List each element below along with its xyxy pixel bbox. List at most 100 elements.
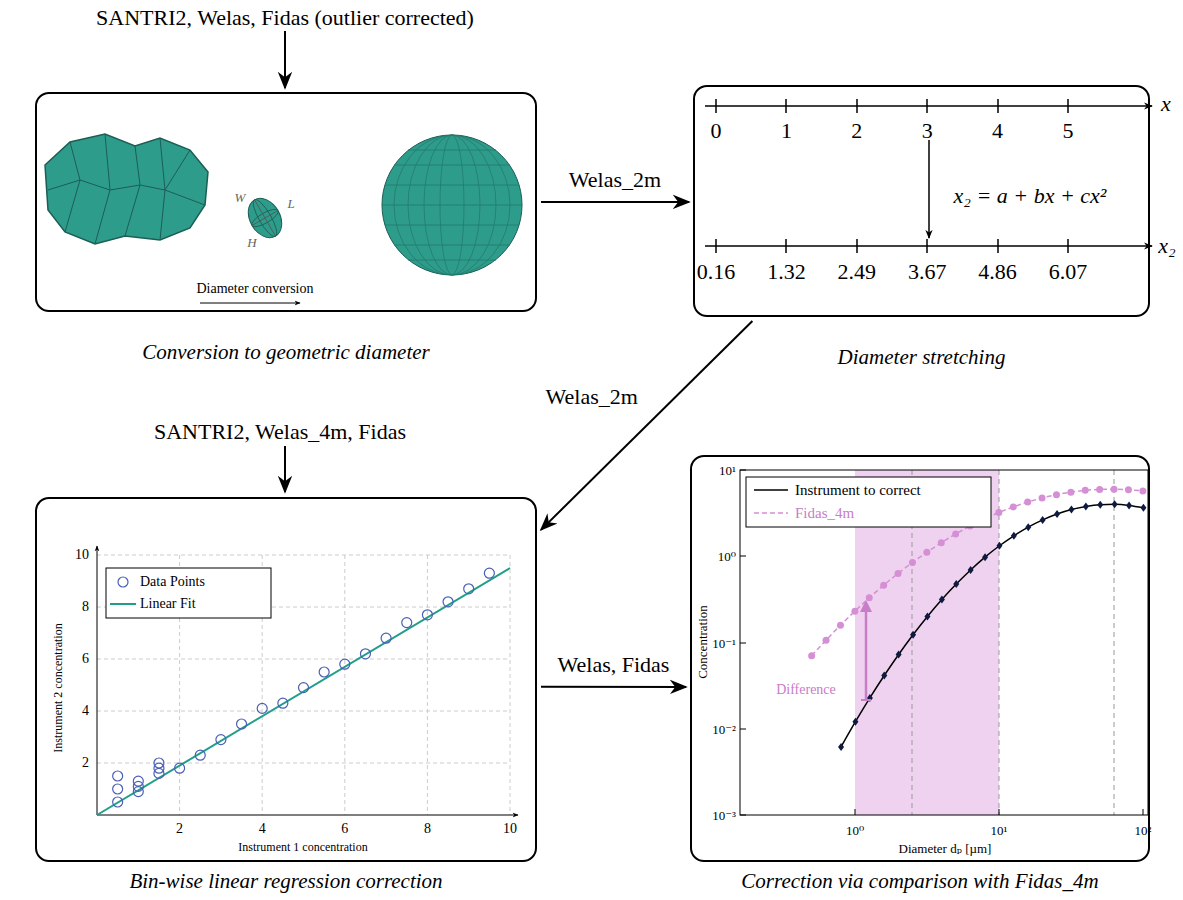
particle-illustration (45, 134, 522, 303)
fidas-marker (923, 549, 930, 556)
fidas-marker (1139, 488, 1146, 495)
instrument-marker (939, 596, 945, 604)
tick-label: 10¹ (991, 824, 1008, 837)
fidas-marker (895, 570, 902, 577)
tick-label: 8 (82, 600, 89, 614)
data-point (278, 698, 288, 708)
flow-arrow (541, 201, 689, 203)
tick-label: 2.49 (838, 261, 877, 283)
tick-label: 10⁰ (846, 824, 864, 837)
tick-label: 4 (259, 822, 266, 836)
fidas-marker (851, 608, 858, 615)
tick-label: 10¹ (719, 464, 736, 477)
legend-text: Instrument to correct (795, 483, 921, 498)
legend-text: Linear Fit (140, 597, 196, 611)
instrument-marker (1126, 501, 1132, 509)
tick-label: 4 (82, 704, 89, 718)
data-point (133, 776, 143, 786)
data-point (113, 771, 123, 781)
fidas-marker (1067, 489, 1074, 496)
tick-label: 10 (75, 548, 89, 562)
instrument-marker (1011, 532, 1017, 540)
comparison-chart (740, 470, 1148, 815)
axis-title: Instrument 2 concentration (52, 623, 64, 752)
instrument-marker (896, 650, 902, 658)
instrument-marker (1112, 500, 1118, 508)
tick-label: 0.16 (697, 261, 736, 283)
fidas-marker (880, 582, 887, 589)
difference-label: Difference (776, 683, 836, 697)
fidas-marker (938, 539, 945, 546)
input-label: SANTRI2, Welas_4m, Fidas (154, 421, 406, 443)
data-point (319, 667, 329, 677)
data-point (443, 597, 453, 607)
instrument-marker (881, 671, 887, 679)
tick-label: 6.07 (1049, 261, 1088, 283)
fidas-marker (866, 594, 873, 601)
instrument-marker (1040, 516, 1046, 524)
axis-title: Diameter dₚ [µm] (899, 842, 992, 855)
flow-arrow (541, 321, 752, 530)
regression-chart (97, 546, 518, 815)
fidas-marker (1010, 503, 1017, 510)
instrument-curve (841, 504, 1143, 747)
data-point (113, 784, 123, 794)
data-point (402, 618, 412, 628)
process-box: Correction via comparison with Fidas_4m (690, 455, 1150, 862)
formula: x₂ = a + bx + cx² (954, 185, 1107, 207)
tick-label: 3.67 (908, 261, 947, 283)
axis-letter: L (287, 197, 294, 210)
axis-letter: W (235, 191, 246, 204)
data-point (340, 659, 350, 669)
data-point (216, 735, 226, 745)
instrument-marker (996, 542, 1002, 550)
instrument-marker (924, 613, 930, 621)
instrument-marker (968, 566, 974, 574)
legend-text: Fidas_4m (795, 506, 854, 521)
fidas-marker (1096, 486, 1103, 493)
legend-text: Data Points (140, 575, 205, 589)
instrument-marker (982, 553, 988, 561)
data-point (175, 763, 185, 773)
tick-label: 10⁰ (718, 550, 736, 563)
instrument-marker (1068, 506, 1074, 514)
input-arrow (284, 446, 286, 492)
data-point (113, 797, 123, 807)
instrument-marker (852, 718, 858, 726)
axis-illustration (705, 99, 1152, 253)
tick-label: 8 (424, 822, 431, 836)
tick-label: 10 (503, 822, 517, 836)
instrument-marker (1097, 501, 1103, 509)
fidas-marker (823, 637, 830, 644)
instrument-marker (953, 580, 959, 588)
axis-letter: H (247, 236, 256, 249)
fidas-marker (1082, 487, 1089, 494)
box-caption: Conversion to geometric diameter (142, 340, 430, 365)
data-point (484, 568, 494, 578)
tick-label: 10² (1135, 824, 1152, 837)
instrument-marker (1083, 502, 1089, 510)
fidas-marker (1125, 486, 1132, 493)
data-point (422, 610, 432, 620)
axis-name: x₂ (1158, 235, 1175, 257)
fidas-marker (808, 652, 815, 659)
tick-label: 0 (711, 120, 722, 142)
fidas-marker (1024, 499, 1031, 506)
tick-label: 1.32 (767, 261, 806, 283)
instrument-marker (1054, 510, 1060, 518)
tick-label: 10⁻³ (712, 809, 736, 822)
instrument-marker (1025, 523, 1031, 531)
data-point (299, 683, 309, 693)
data-point (154, 758, 164, 768)
data-point (257, 703, 267, 713)
input-arrow (284, 31, 286, 88)
tick-label: 1 (781, 120, 792, 142)
tick-label: 2 (851, 120, 862, 142)
box-caption: Bin-wise linear regression correction (129, 869, 442, 894)
data-point (237, 719, 247, 729)
process-box: Bin-wise linear regression correction (35, 497, 537, 862)
fidas-marker (995, 509, 1002, 516)
tick-label: 10⁻¹ (712, 636, 736, 649)
fidas-marker (909, 559, 916, 566)
